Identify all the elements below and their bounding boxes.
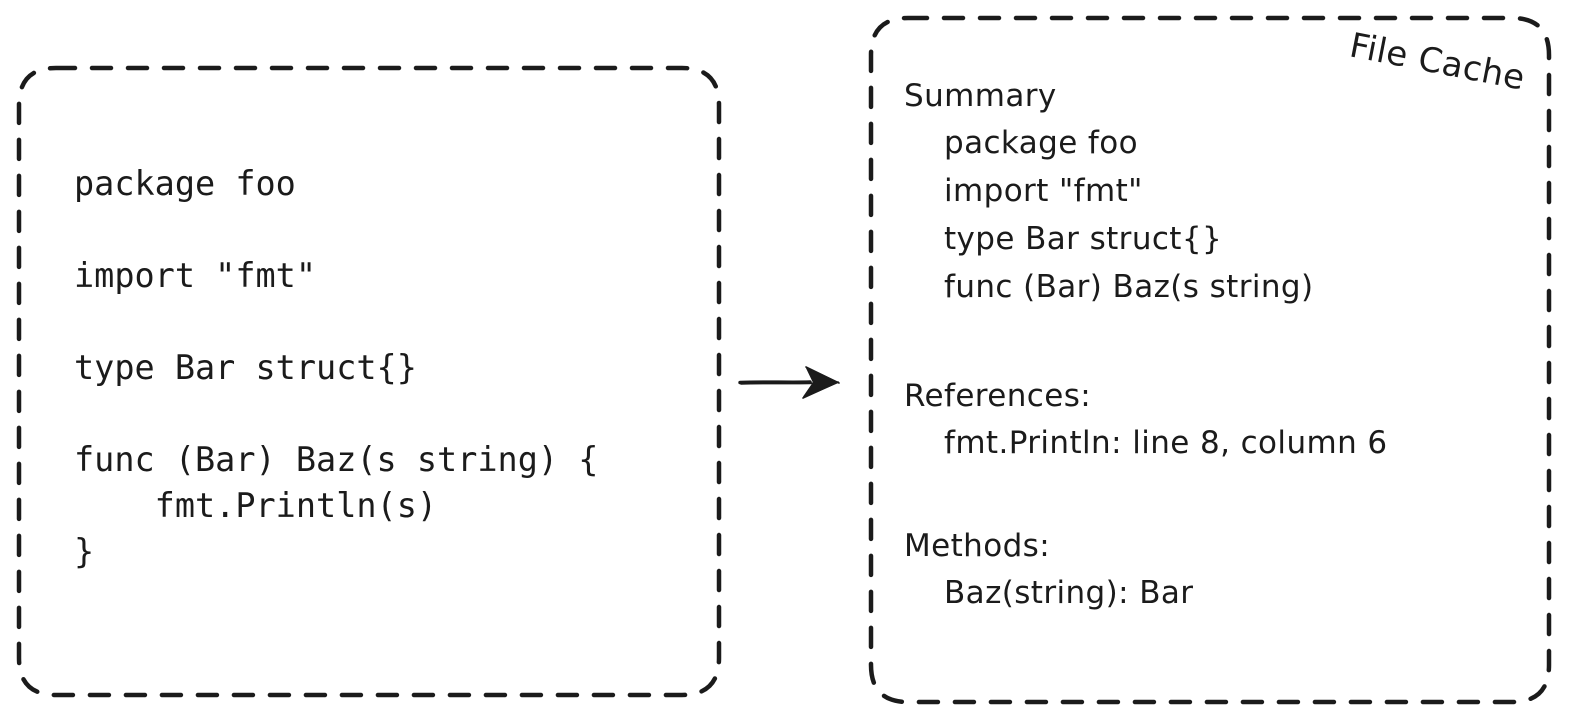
section-item: type Bar struct{} — [944, 221, 1223, 257]
file-cache-box: File Cache Summary package foo import "f… — [868, 15, 1552, 705]
dashed-rounded-rect-border — [868, 15, 1552, 705]
source-code-box: package foo import "fmt" type Bar struct… — [16, 65, 722, 698]
section-item: fmt.Println: line 8, column 6 — [944, 425, 1388, 461]
section-item: Baz(string): Bar — [944, 575, 1194, 611]
section-heading: References: — [904, 378, 1092, 414]
section-item: package foo — [944, 125, 1138, 161]
spacer — [904, 467, 1504, 523]
arrow-right-icon — [736, 356, 846, 408]
section-heading: Summary — [904, 78, 1057, 114]
section-heading: Methods: — [904, 528, 1051, 564]
note-section-summary: Summary package foo import "fmt" type Ba… — [904, 73, 1504, 311]
note-section-references: References: fmt.Println: line 8, column … — [904, 373, 1504, 467]
spacer — [904, 311, 1504, 373]
cache-notes: Summary package foo import "fmt" type Ba… — [904, 73, 1504, 617]
dashed-rounded-rect-border — [16, 65, 722, 698]
section-item: import "fmt" — [944, 173, 1143, 209]
source-code-text: package foo import "fmt" type Bar struct… — [74, 164, 599, 571]
section-item: func (Bar) Baz(s string) — [944, 269, 1314, 305]
note-section-methods: Methods: Baz(string): Bar — [904, 523, 1504, 617]
